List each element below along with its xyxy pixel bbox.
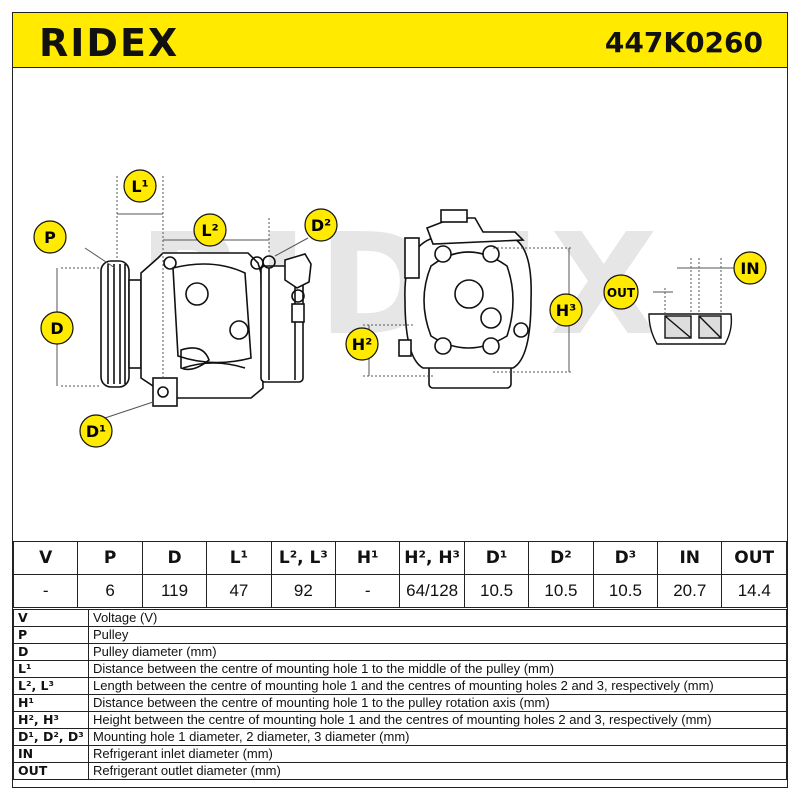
svg-text:H³: H³	[556, 301, 576, 320]
callout-l2: L²	[193, 213, 227, 247]
technical-drawing: RIDEX	[33, 169, 767, 448]
specs-value-cell: 119	[141, 574, 208, 608]
specs-value-cell: 10.5	[463, 574, 530, 608]
specs-header-cell: P	[77, 541, 143, 575]
legend-desc: Pulley	[88, 626, 787, 644]
callout-d: D	[40, 311, 74, 345]
specs-value-cell: 64/128	[399, 574, 465, 608]
svg-text:P: P	[44, 228, 56, 247]
svg-text:OUT: OUT	[607, 286, 636, 300]
legend-desc: Mounting hole 1 diameter, 2 diameter, 3 …	[88, 728, 787, 746]
specs-value-cell: -	[12, 574, 79, 608]
legend-key: OUT	[13, 762, 89, 780]
callout-h3: H³	[549, 293, 583, 327]
legend-desc: Distance between the centre of mounting …	[88, 660, 787, 678]
port-dimensions	[653, 258, 737, 314]
legend-key: IN	[13, 745, 89, 763]
specs-value-cell: 10.5	[528, 574, 594, 608]
specs-value-cell: 47	[206, 574, 272, 608]
page-frame	[12, 12, 788, 788]
legend-desc: Length between the centre of mounting ho…	[88, 677, 787, 695]
compressor-side-view	[100, 252, 312, 407]
specs-header-cell: H¹	[335, 541, 401, 575]
legend-key: L¹	[13, 660, 89, 678]
specs-value-cell: 92	[270, 574, 337, 608]
legend-desc: Voltage (V)	[88, 609, 787, 627]
svg-text:L¹: L¹	[131, 177, 148, 196]
specs-header-cell: V	[12, 541, 79, 575]
callout-d2: D²	[304, 208, 338, 242]
specs-header-cell: L², L³	[270, 541, 337, 575]
legend-desc: Pulley diameter (mm)	[88, 643, 787, 661]
brand-logo: RIDEX	[39, 21, 180, 65]
specs-header-cell: H², H³	[399, 541, 465, 575]
legend-key: D¹, D², D³	[13, 728, 89, 746]
callout-in: IN	[733, 251, 767, 285]
callout-p: P	[33, 220, 67, 254]
specs-header-cell: L¹	[206, 541, 272, 575]
specs-header-cell: D³	[592, 541, 659, 575]
side-view-dimensions	[56, 176, 309, 423]
callout-h2: H²	[345, 327, 379, 361]
specs-value-cell: 10.5	[592, 574, 659, 608]
legend-key: H², H³	[13, 711, 89, 729]
svg-text:D²: D²	[311, 216, 331, 235]
svg-text:D¹: D¹	[86, 422, 106, 441]
legend-key: H¹	[13, 694, 89, 712]
specs-value-cell: 14.4	[721, 574, 787, 608]
legend-desc: Distance between the centre of mounting …	[88, 694, 787, 712]
legend-key: P	[13, 626, 89, 644]
svg-text:H²: H²	[352, 335, 372, 354]
specs-header-row: V P D L¹ L², L³ H¹ H², H³ D¹ D² D³ IN OU…	[12, 541, 787, 575]
specs-value-cell: 6	[77, 574, 143, 608]
svg-text:D: D	[50, 319, 63, 338]
callout-out: OUT	[603, 274, 639, 310]
legend-desc: Refrigerant inlet diameter (mm)	[88, 745, 787, 763]
callout-l1: L¹	[123, 169, 157, 203]
legend-key: D	[13, 643, 89, 661]
specs-header-cell: D¹	[463, 541, 530, 575]
specs-header-cell: D	[141, 541, 208, 575]
legend-desc: Height between the centre of mounting ho…	[88, 711, 787, 729]
svg-text:L²: L²	[201, 221, 218, 240]
svg-text:IN: IN	[740, 259, 759, 278]
specs-header-cell: IN	[657, 541, 723, 575]
specs-table: V P D L¹ L², L³ H¹ H², H³ D¹ D² D³ IN OU…	[12, 541, 787, 608]
specs-value-cell: 20.7	[657, 574, 723, 608]
specs-value-row: - 6 119 47 92 - 64/128 10.5 10.5 10.5 20…	[12, 574, 787, 608]
port-detail-view	[648, 313, 733, 345]
specs-header-cell: OUT	[721, 541, 787, 575]
legend-key: L², L³	[13, 677, 89, 695]
legend-key: V	[13, 609, 89, 627]
header-bar: RIDEX 447K0260	[13, 13, 787, 68]
specs-value-cell: -	[335, 574, 401, 608]
legend-desc: Refrigerant outlet diameter (mm)	[88, 762, 787, 780]
compressor-rear-view	[398, 209, 532, 389]
part-number: 447K0260	[604, 26, 763, 59]
specs-header-cell: D²	[528, 541, 594, 575]
callout-d1: D¹	[79, 414, 113, 448]
